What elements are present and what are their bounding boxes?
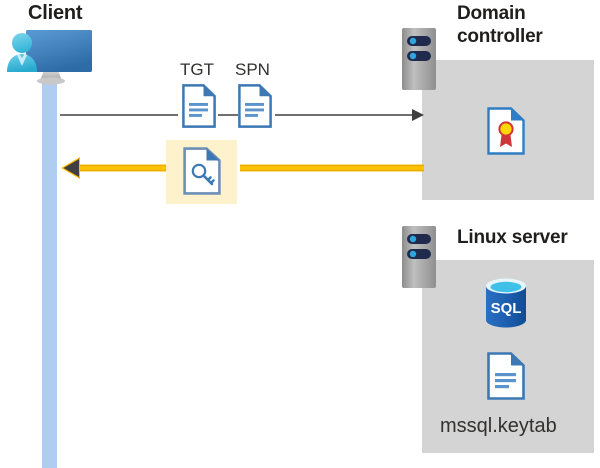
request-arrow xyxy=(60,102,424,128)
certificate-document-icon xyxy=(487,107,525,155)
tgt-label: TGT xyxy=(180,60,214,79)
svg-text:SQL: SQL xyxy=(491,300,522,317)
linux-server-title: Linux server xyxy=(457,227,568,248)
client-title: Client xyxy=(28,2,83,24)
keytab-filename-label: mssql.keytab xyxy=(440,415,557,437)
domain-controller-title: Domain controller xyxy=(457,3,543,47)
text-document-icon xyxy=(182,84,216,128)
sql-database-icon: SQL xyxy=(483,277,529,329)
server-rack-icon xyxy=(402,226,436,288)
response-arrow xyxy=(58,154,424,182)
server-rack-icon xyxy=(402,28,436,90)
key-document-icon xyxy=(183,147,221,195)
client-lifeline xyxy=(42,78,57,468)
text-document-icon xyxy=(238,84,272,128)
user-monitor-icon xyxy=(6,26,106,90)
spn-label: SPN xyxy=(235,60,270,79)
keytab-document-icon xyxy=(487,352,525,400)
